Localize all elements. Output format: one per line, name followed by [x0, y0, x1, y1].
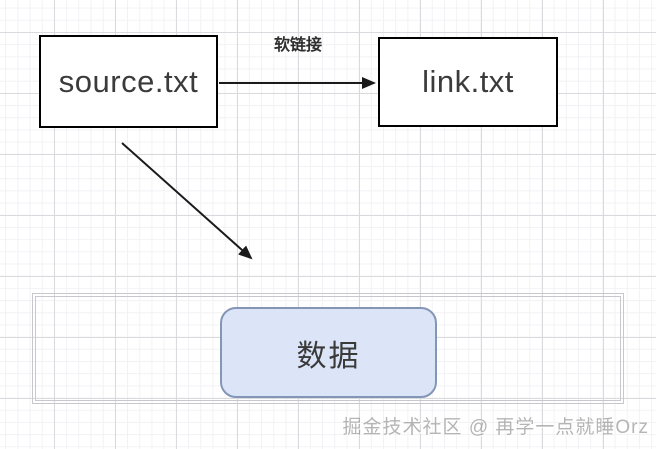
data-container-inner-border [35, 296, 621, 401]
node-data-block: 数据 [220, 307, 437, 398]
node-source-label: source.txt [58, 63, 199, 99]
node-data-label: 数据 [296, 339, 361, 373]
watermark-text: 掘金技术社区 @ 再学一点就睡Orz [342, 417, 649, 438]
node-link-label: link.txt [422, 64, 514, 99]
data-container [32, 293, 624, 404]
node-source-file: source.txt [39, 35, 218, 128]
node-link-file: link.txt [378, 37, 558, 127]
soft-link-edge-label: 软链接 [273, 37, 322, 54]
data-pointer-arrow [121, 142, 253, 260]
